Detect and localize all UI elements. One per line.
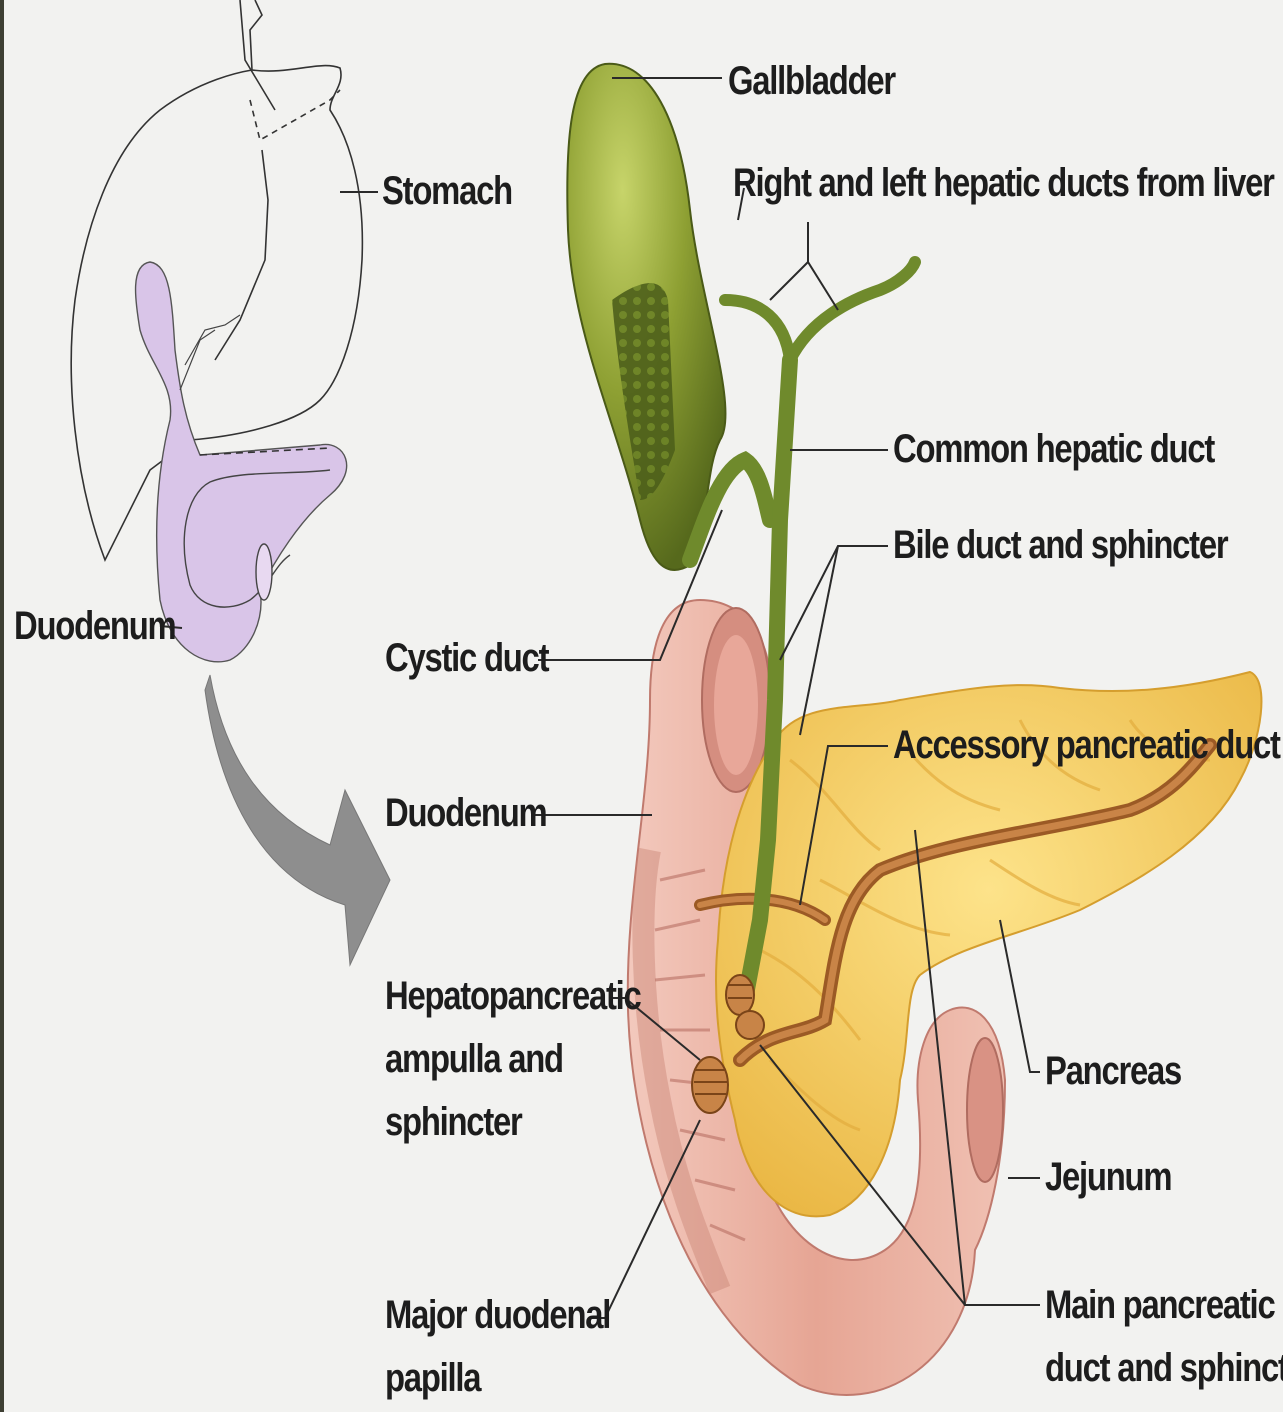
- label-stomach: Stomach: [382, 160, 512, 222]
- label-hepatopancreatic-line1: Hepatopancreatic: [385, 965, 641, 1027]
- label-main-pancreatic-line2: duct and sphincter: [1045, 1337, 1283, 1399]
- label-cystic-duct: Cystic duct: [385, 627, 548, 689]
- label-hepatopancreatic-line2: ampulla and: [385, 1028, 563, 1090]
- label-hepatopancreatic-line3: sphincter: [385, 1091, 522, 1153]
- label-duodenum-small: Duodenum: [14, 595, 175, 657]
- label-major-papilla-line2: papilla: [385, 1347, 480, 1409]
- label-gallbladder: Gallbladder: [728, 50, 895, 112]
- zoom-arrow: [205, 675, 390, 965]
- label-main-pancreatic-line1: Main pancreatic: [1045, 1274, 1274, 1336]
- label-hepatic-ducts: Right and left hepatic ducts from liver: [733, 152, 1274, 214]
- label-bile-duct: Bile duct and sphincter: [893, 514, 1227, 576]
- label-pancreas: Pancreas: [1045, 1040, 1181, 1102]
- label-common-hepatic-duct: Common hepatic duct: [893, 418, 1214, 480]
- label-accessory-pancreatic-duct: Accessory pancreatic duct: [893, 714, 1280, 776]
- label-major-papilla-line1: Major duodenal: [385, 1284, 610, 1346]
- label-jejunum: Jejunum: [1045, 1146, 1171, 1208]
- label-duodenum-main: Duodenum: [385, 782, 546, 844]
